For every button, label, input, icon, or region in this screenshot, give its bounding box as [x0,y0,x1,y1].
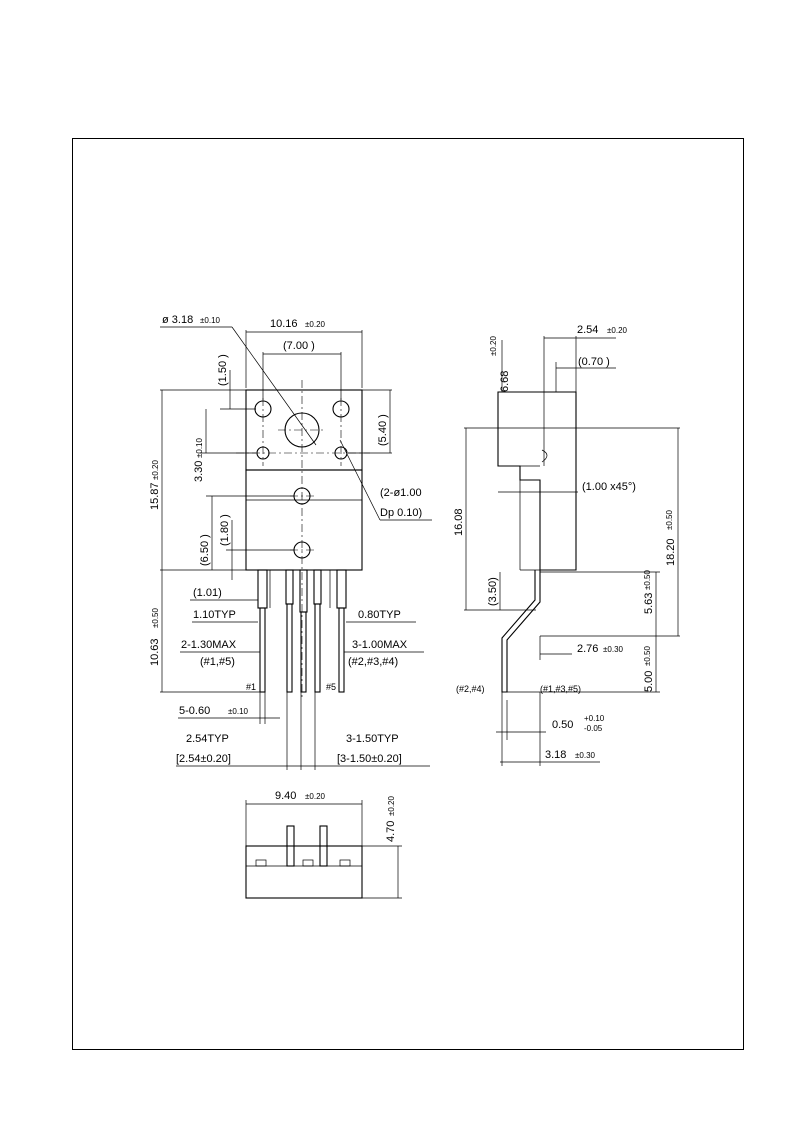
bottom-view [245,800,402,899]
label-pin-5: #5 [326,682,336,692]
label-lead-upper: 5.63 [643,593,655,614]
label-pitch-l-tol: [2.54±0.20] [176,753,231,765]
label-lead-shoulder: (1.01) [193,587,222,599]
label-hole-offset: 3.30 [193,461,205,482]
label-lead-max-l: 2-1.30MAX [181,639,237,651]
label-pin-hole-1: (2-ø1.00 [380,487,422,499]
label-lead-length-tol: ±0.50 [151,607,160,628]
label-bottom-width-tol: ±0.20 [305,792,326,801]
label-top-height: 6.68 [499,371,511,392]
label-bend-offset-tol: ±0.30 [603,645,624,654]
label-mid-gap: (1.80 ) [219,514,231,546]
label-bottom-height-tol: ±0.20 [387,795,396,816]
label-lead-thk-tol-minus: -0.05 [584,724,603,733]
side-lead [501,570,541,693]
label-right-height: (5.40 ) [377,414,389,446]
label-lead-length: 10.63 [149,638,161,666]
label-width: 10.16 [270,318,298,330]
label-lead-lower-tol: ±0.50 [643,645,652,666]
label-bend-offset: 2.76 [577,643,598,655]
label-lower-height: (6.50 ) [199,534,211,566]
label-side-thickness-tol: ±0.20 [607,326,628,335]
label-pins-right: (#1,#3,#5) [540,684,581,694]
label-lead-span-tol: ±0.30 [575,751,596,760]
label-total-length-tol: ±0.50 [665,509,674,530]
label-body-height: 15.87 [149,482,161,510]
label-pitch-r: 3-1.50TYP [346,733,399,745]
label-hole-spacing: (7.00 ) [283,340,315,352]
side-body-outline [497,391,577,571]
drawing-frame [72,138,744,1050]
label-body-height-tol: ±0.20 [151,459,160,480]
side-view-labels: 2.54 ±0.20 (0.70 ) 6.68 ±0.20 (1.00 x45°… [453,324,677,761]
bottom-body-outline [245,845,363,899]
label-lead-max-r: 3-1.00MAX [352,639,408,651]
label-top-height-tol: ±0.20 [489,335,498,356]
label-lead-thickness-tol: ±0.10 [228,707,249,716]
label-hole-dia-tol: ±0.10 [200,316,221,325]
label-bottom-width: 9.40 [275,790,296,802]
label-hole-dia: ø 3.18 [162,314,193,326]
label-lead-lower: 5.00 [643,671,655,692]
label-lead-width-typ-r: 0.80TYP [358,609,401,621]
front-leads [257,569,347,693]
label-pitch-r-tol: [3-1.50±0.20] [337,753,402,765]
bottom-view-labels: 9.40 ±0.20 4.70 ±0.20 [275,790,397,842]
label-bottom-height: 4.70 [385,821,397,842]
label-pitch-l: 2.54TYP [186,733,229,745]
side-view [464,336,680,766]
label-lead-max-r-pins: (#2,#3,#4) [348,656,398,668]
label-pin-hole-2: Dp 0.10) [380,507,422,519]
label-lead-upper-tol: ±0.50 [643,569,652,590]
label-side-thickness: 2.54 [577,324,598,336]
label-tab-thickness: (0.70 ) [578,356,610,368]
label-chamfer: (1.00 x45°) [582,481,636,493]
label-lead-thk-tol-plus: +0.10 [584,714,605,723]
label-hole-offset-tol: ±0.10 [195,437,204,458]
label-bend-height: (3.50) [487,577,499,606]
label-total-length: 18.20 [665,538,677,566]
label-lead-width-typ: 1.10TYP [193,609,236,621]
label-lead-thk: 0.50 [552,719,573,731]
front-view-labels: ø 3.18 ±0.10 10.16 ±0.20 (7.00 ) (1.50 )… [149,314,422,765]
label-pin-1: #1 [246,682,256,692]
front-view [160,326,432,770]
label-lead-max-l-pins: (#1,#5) [200,656,235,668]
front-body-outline [245,469,363,571]
label-top-margin: (1.50 ) [217,354,229,386]
label-lead-thickness: 5-0.60 [179,705,210,717]
label-pins-left: (#2,#4) [456,684,485,694]
label-width-tol: ±0.20 [305,320,326,329]
label-body-length: 16.08 [453,508,465,536]
label-lead-span: 3.18 [545,749,566,761]
